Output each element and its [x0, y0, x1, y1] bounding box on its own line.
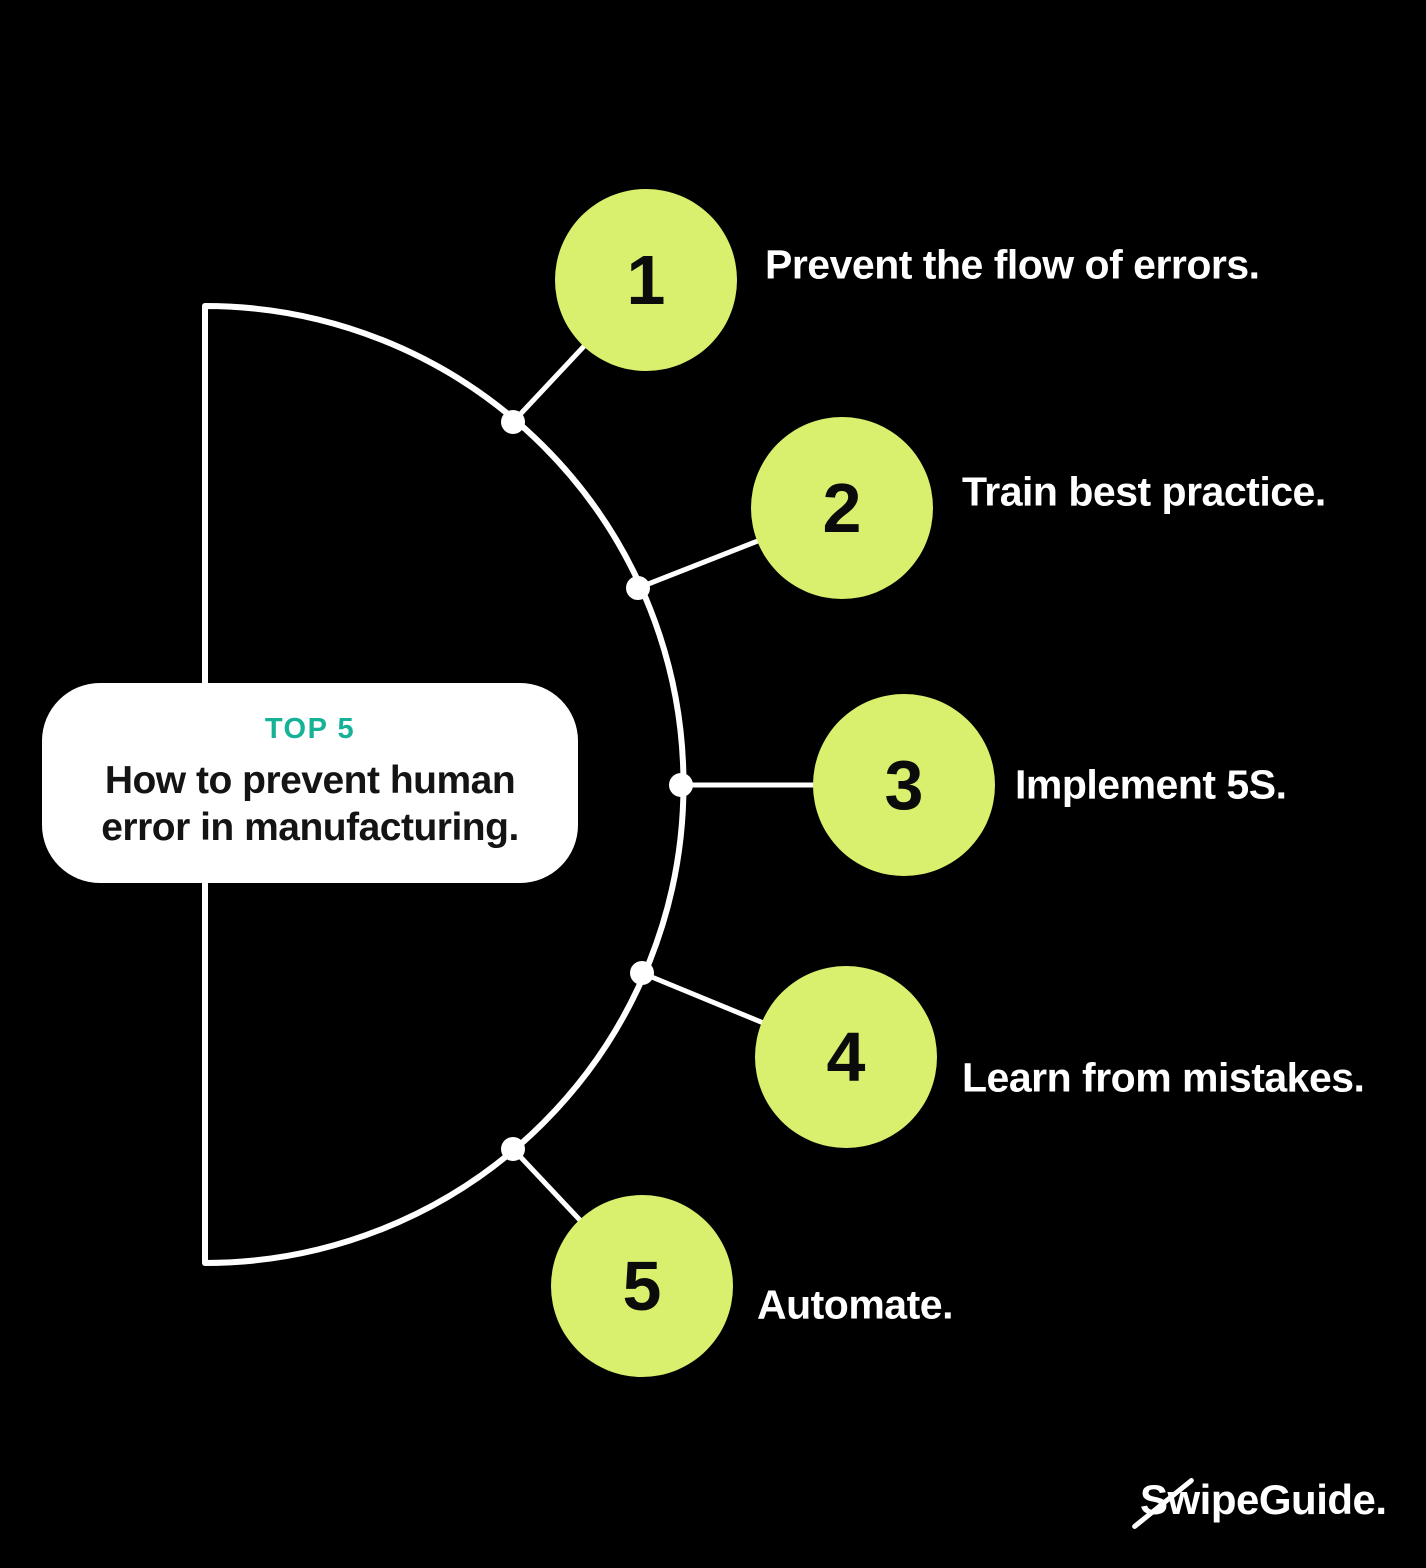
step-1-label: Prevent the flow of errors.	[765, 241, 1260, 288]
step-3-circle: 3	[813, 694, 995, 876]
title-card-eyebrow: TOP 5	[264, 713, 356, 746]
step-5-label: Automate.	[757, 1281, 953, 1328]
step-2-circle: 2	[751, 417, 933, 599]
brand-logo: SwipeGuide.	[1131, 1476, 1387, 1530]
step-5-circle: 5	[551, 1195, 733, 1377]
title-card-heading: How to prevent human error in manufactur…	[101, 759, 519, 849]
step-4-circle: 4	[755, 966, 937, 1148]
arc-node-dot-3	[669, 773, 693, 797]
brand-logo-text: SwipeGuide.	[1140, 1476, 1387, 1523]
step-4-label: Learn from mistakes.	[962, 1054, 1365, 1101]
step-3-number: 3	[884, 746, 924, 824]
step-2-label: Train best practice.	[962, 468, 1326, 515]
step-5-number: 5	[622, 1247, 662, 1325]
step-1-number: 1	[626, 241, 666, 319]
step-3-label: Implement 5S.	[1015, 761, 1287, 808]
arc-node-dot-2	[626, 576, 650, 600]
step-4-number: 4	[826, 1018, 866, 1096]
step-2-number: 2	[822, 469, 862, 547]
arc-node-dot-4	[630, 961, 654, 985]
arc-node-dot-5	[501, 1137, 525, 1161]
arc-node-dot-1	[501, 410, 525, 434]
title-card: TOP 5 How to prevent human error in manu…	[42, 683, 578, 883]
step-1-circle: 1	[555, 189, 737, 371]
